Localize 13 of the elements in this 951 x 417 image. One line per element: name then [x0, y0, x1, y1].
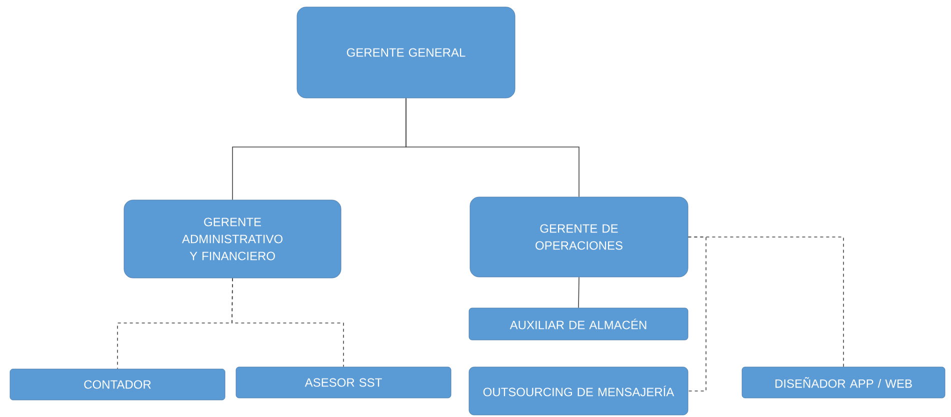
position-box: DISEÑADOR APP / WEB: [742, 366, 946, 398]
position-box: AUXILIAR DE ALMACÉN: [468, 308, 688, 340]
position-box: CONTADOR: [10, 368, 226, 400]
connector-line: [688, 236, 844, 368]
connector-line: [406, 98, 580, 198]
connector-line: [688, 236, 706, 392]
position-box: GERENTE ADMINISTRATIVO Y FINANCIERO: [124, 200, 342, 278]
connector-line: [578, 276, 580, 308]
connector-line: [232, 278, 344, 368]
position-box: OUTSOURCING DE MENSAJERÍA: [468, 366, 688, 416]
position-box: GERENTE GENERAL: [296, 6, 516, 98]
position-box: ASESOR SST: [236, 366, 452, 398]
position-box: GERENTE DE OPERACIONES: [470, 196, 688, 278]
